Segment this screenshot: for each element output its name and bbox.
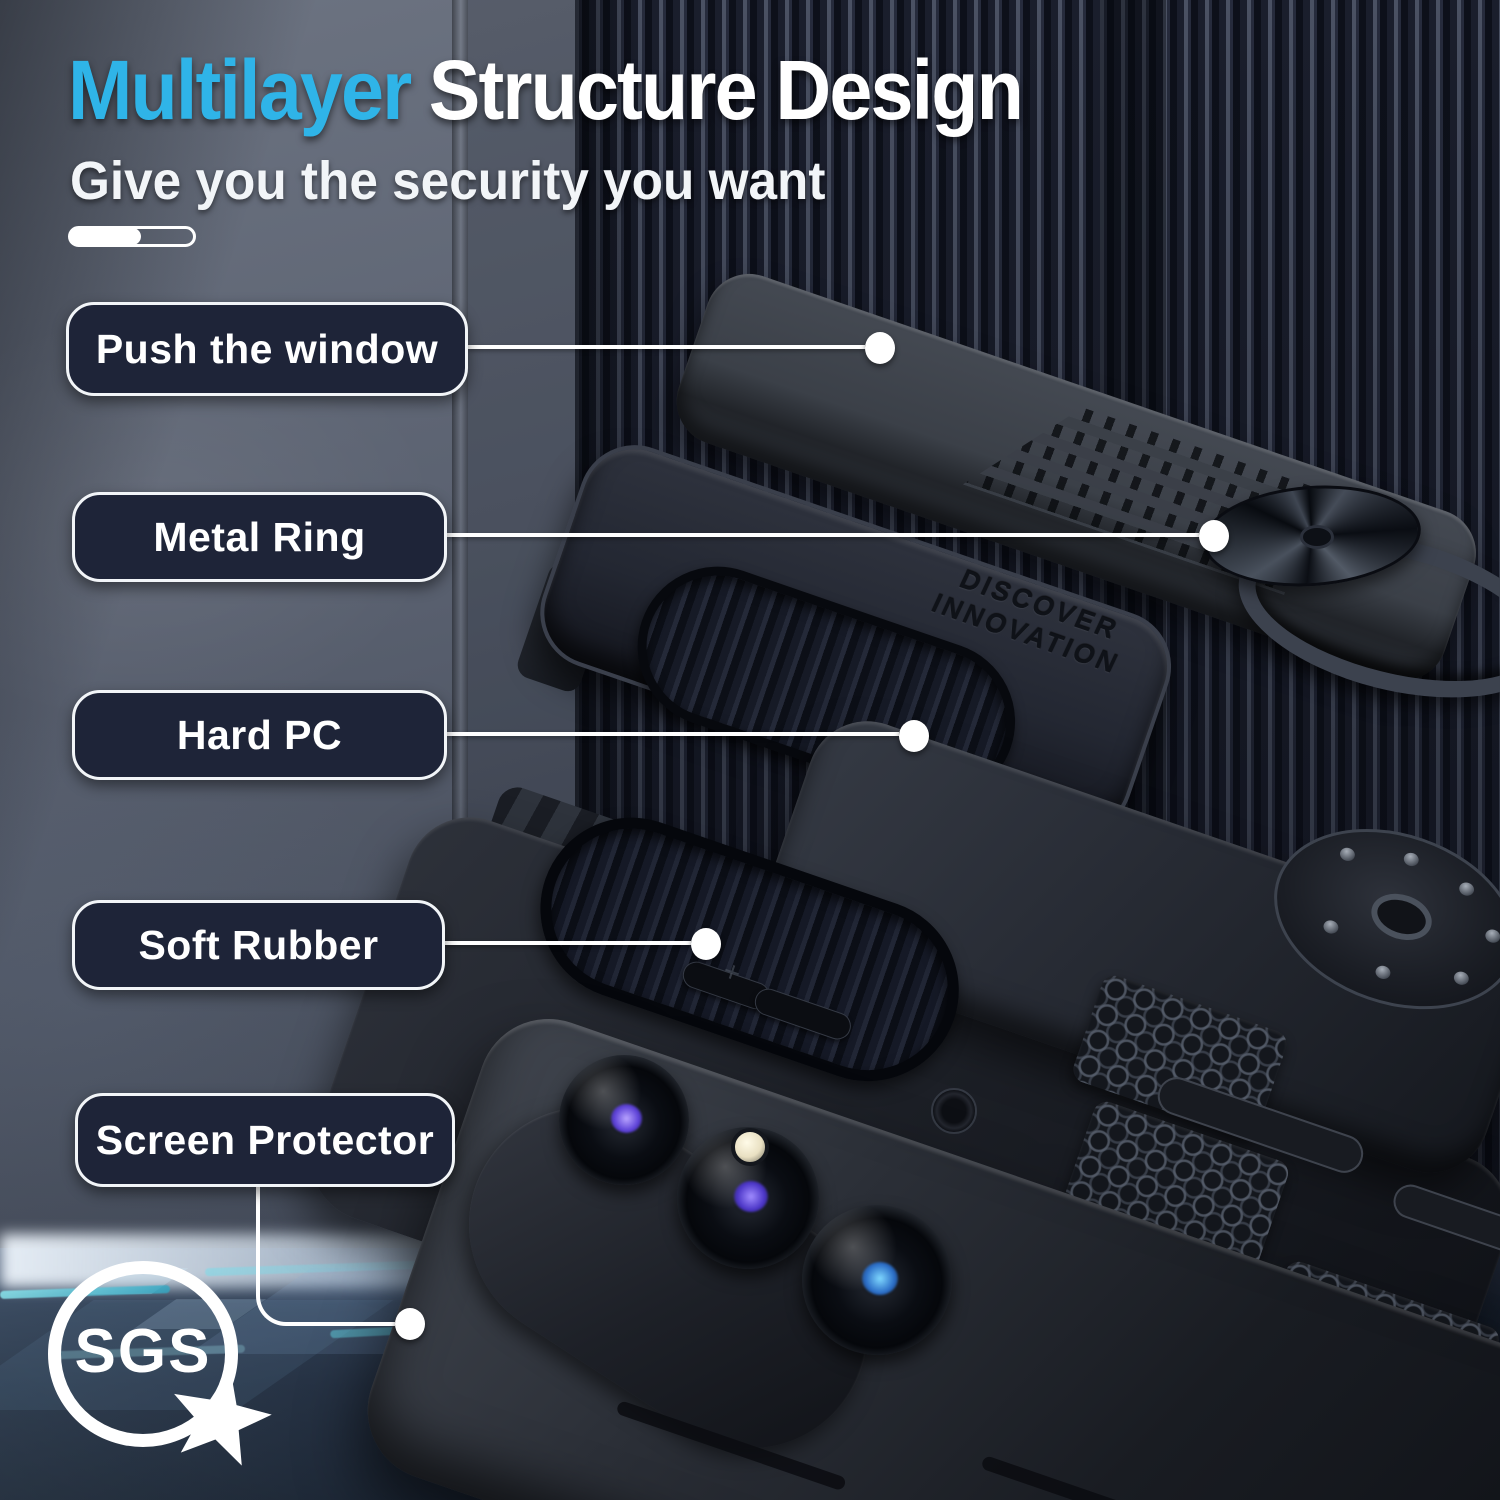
leader-elbow-line xyxy=(256,1187,395,1326)
rivet xyxy=(1457,880,1476,898)
callout-label: Hard PC xyxy=(72,690,447,780)
rivet xyxy=(1452,969,1471,987)
progress-fill xyxy=(70,228,141,245)
callout-dot xyxy=(865,332,895,364)
leader-line xyxy=(445,941,691,945)
callout-dot xyxy=(691,928,721,960)
rivet xyxy=(1338,845,1357,863)
callout-label: Soft Rubber xyxy=(72,900,445,990)
rivet xyxy=(1402,850,1421,869)
leader-line xyxy=(447,533,1199,537)
metal-ring-hub xyxy=(1300,525,1334,549)
kickstand-hinge xyxy=(1365,886,1439,948)
leader-line xyxy=(447,732,899,736)
callout-dot xyxy=(899,720,929,752)
camera-lens xyxy=(559,1055,689,1185)
power-button xyxy=(931,1088,977,1134)
camera-flash xyxy=(731,1128,769,1166)
rivet xyxy=(1483,927,1500,945)
progress-indicator xyxy=(68,226,196,247)
sgs-badge-text: SGS xyxy=(74,1317,212,1386)
title-rest: Structure Design xyxy=(428,43,1024,137)
rivet xyxy=(1321,918,1341,936)
title-highlight: Multilayer xyxy=(68,43,412,137)
callout-dot xyxy=(1199,520,1229,552)
camera-lens xyxy=(802,1205,952,1355)
callout-label: Screen Protector xyxy=(75,1093,455,1187)
rivet xyxy=(1373,963,1393,981)
leader-line xyxy=(468,345,865,349)
subtitle: Give you the security you want xyxy=(70,151,826,211)
callout-dot xyxy=(395,1308,425,1340)
callout-label: Push the window xyxy=(66,302,468,396)
callout-label: Metal Ring xyxy=(72,492,447,582)
